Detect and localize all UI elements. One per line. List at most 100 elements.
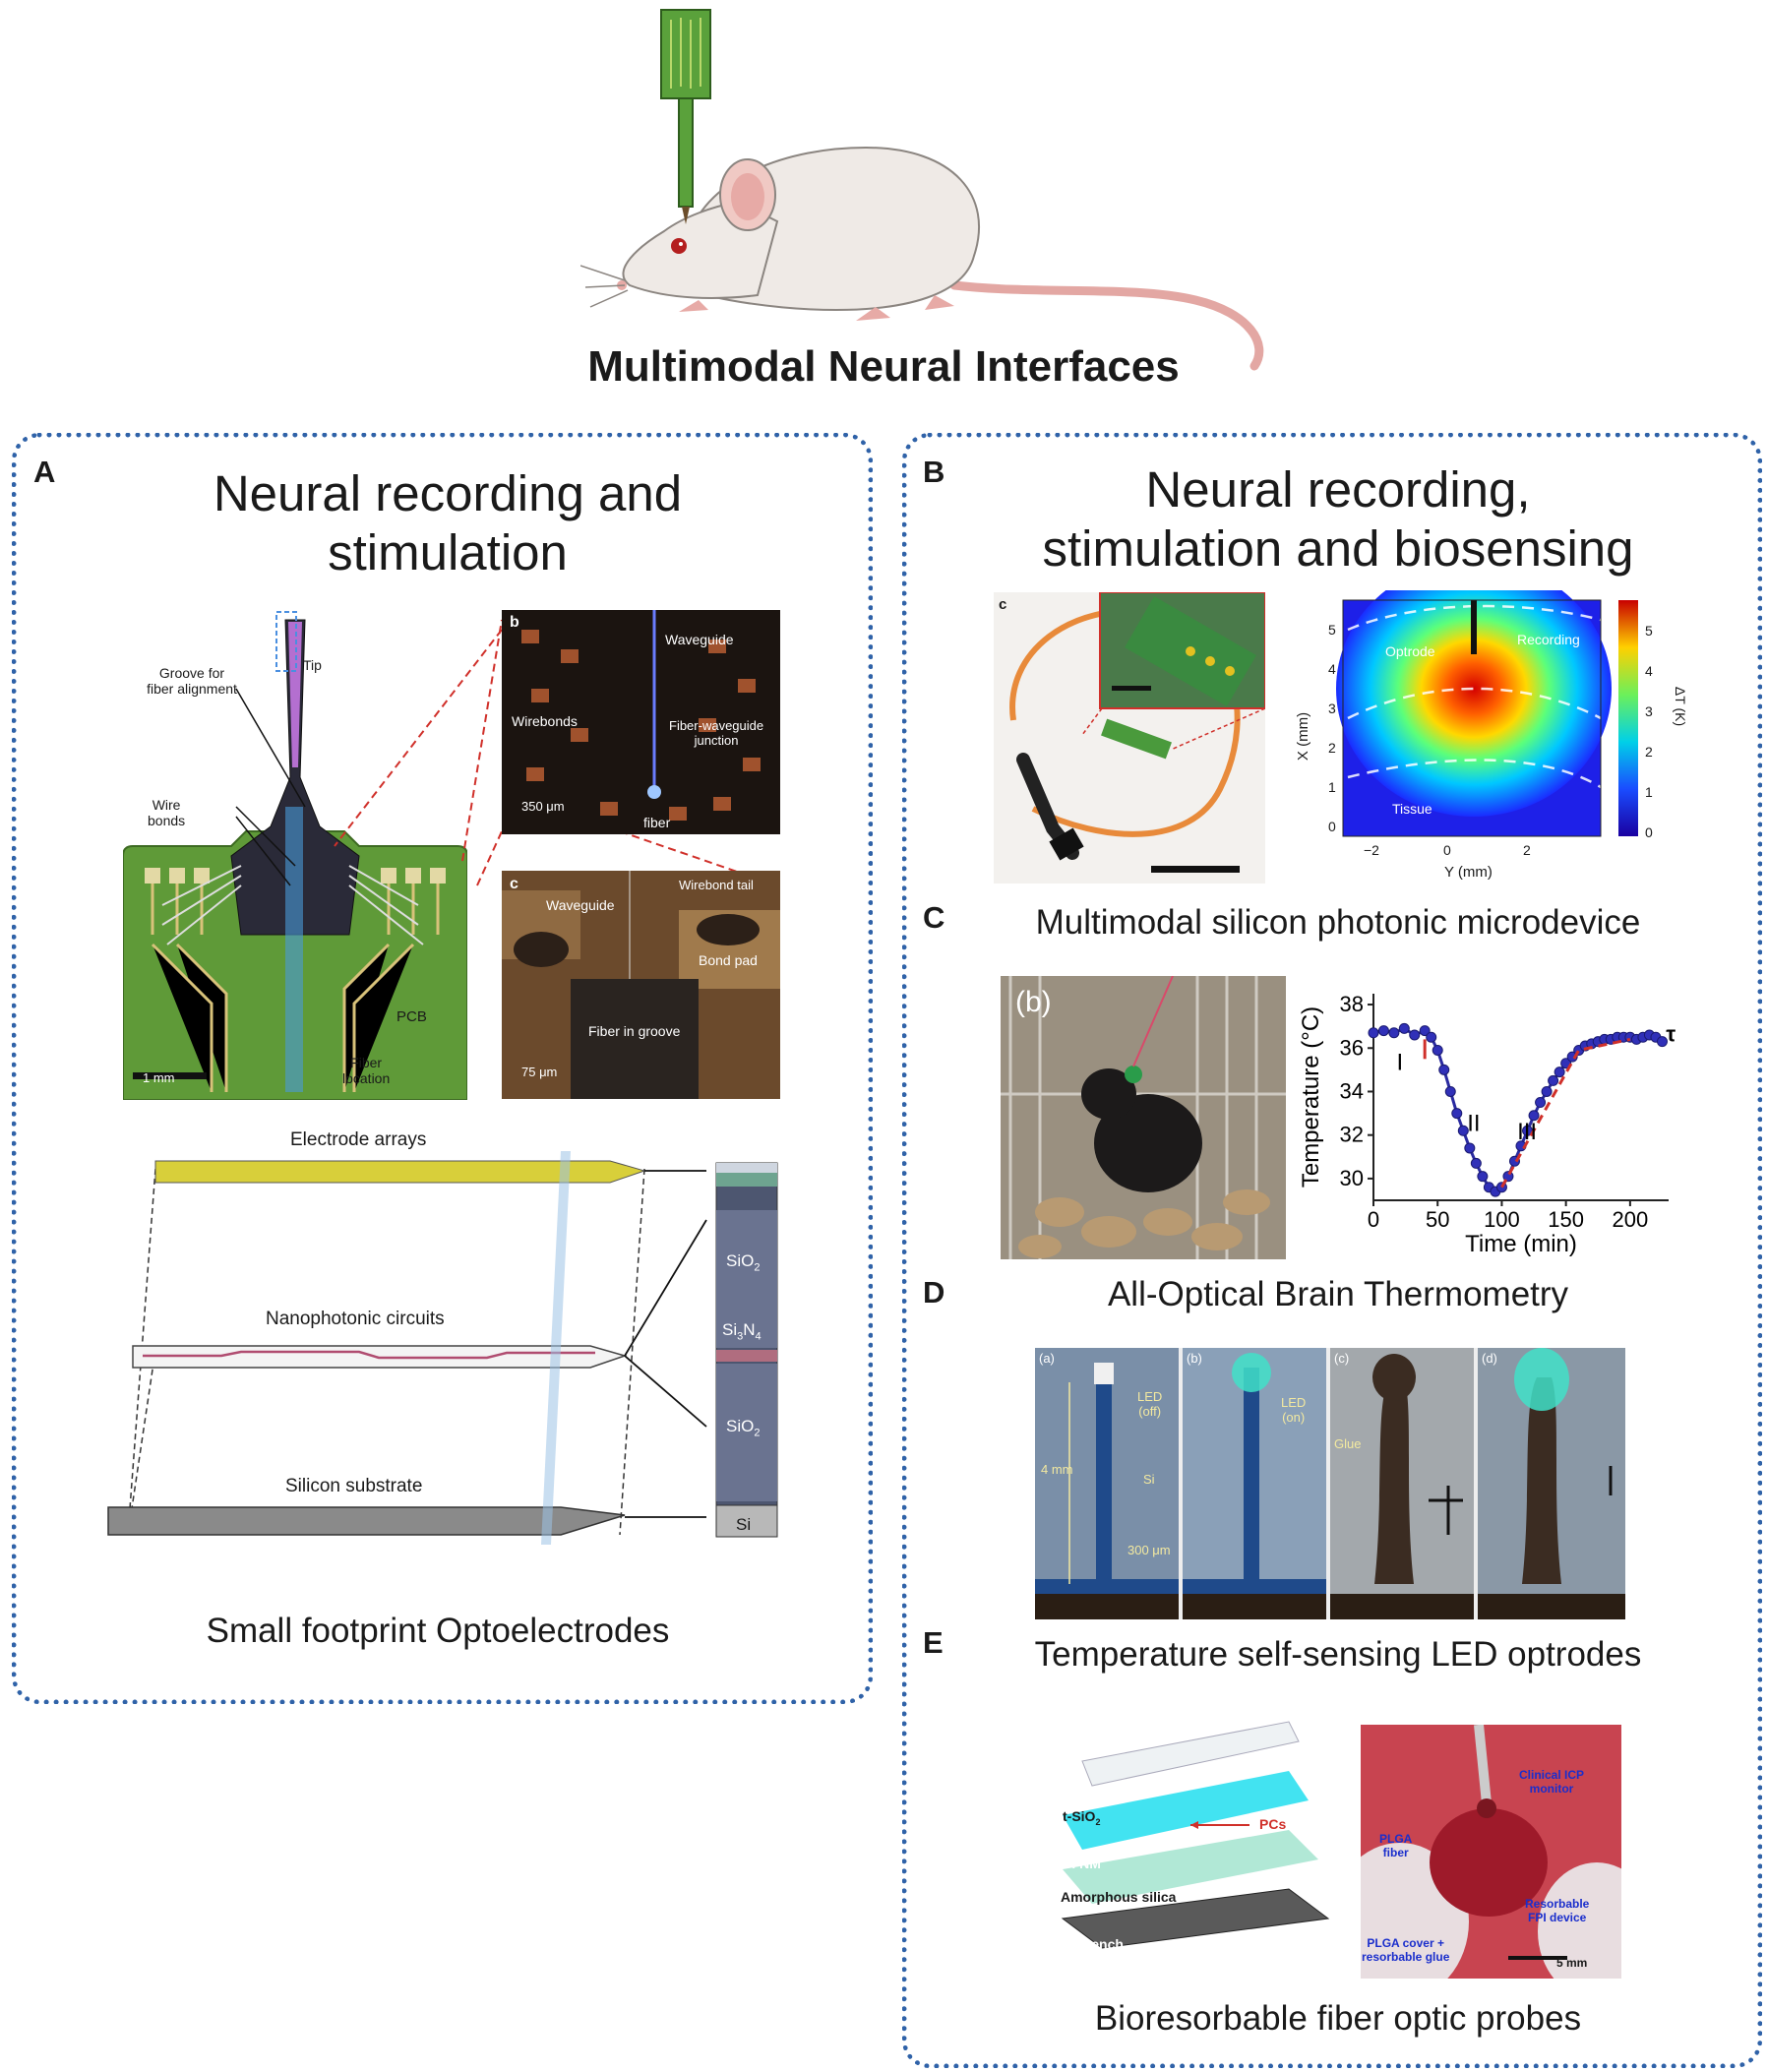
data-point [1398,1022,1410,1034]
inset-b-scale-label: 350 μm [521,799,565,814]
heatmap-xlabel: Y (mm) [1444,864,1493,881]
phase-label-1: I [1396,1049,1403,1075]
heatmap-ytick: 1 [1328,779,1336,795]
panel-a-heading: Neural recording and stimulation [69,464,826,582]
stack-si3n4-label: Si3N4 [722,1320,762,1343]
panel-b-photo-drawing [1009,592,1265,873]
layer-pcs-label: PCs [1259,1816,1287,1832]
panel-d-letter: D [923,1275,945,1310]
y-tick-label: 30 [1340,1166,1364,1190]
panel-a-heading-line2: stimulation [328,524,568,580]
mouse-illustration [580,9,1264,371]
data-point [1388,1027,1400,1039]
data-point [1426,1031,1437,1043]
phase-label-3: III [1517,1119,1537,1145]
heatmap-colorbar-tick: 0 [1645,824,1653,840]
inset-b-junction-label: Fiber-waveguide junction [669,718,764,748]
inset-b-micrograph [502,610,780,834]
panel-c-mouse-photo [1001,976,1286,1259]
photo-cover-label: PLGA cover + resorbable glue [1362,1936,1450,1964]
data-point [1368,1027,1379,1039]
data-point [1535,1097,1547,1109]
data-point [1451,1108,1463,1120]
heatmap-xtick: 0 [1443,842,1451,858]
x-tick-label: 200 [1613,1207,1649,1232]
sio2-text: SiO [726,1251,755,1270]
stack-electrode-label: Electrode arrays [290,1129,427,1150]
heatmap-ytick: 0 [1328,819,1336,834]
inset-b-waveguide-label: Waveguide [665,632,734,647]
data-point [1419,1025,1431,1037]
chart-series-line [1372,1026,1664,1193]
panel-b-device-photo [994,592,1265,884]
panel-d-frames-drawing [1035,1348,1625,1619]
panel-d-width-label: 300 μm [1127,1543,1171,1557]
probe-tip-label: Tip [303,657,322,673]
page-title: Multimodal Neural Interfaces [587,342,1180,391]
data-point [1528,1110,1540,1122]
heatmap-ylabel: X (mm) [1295,711,1312,762]
panel-a-caption: Small footprint Optoelectrodes [206,1612,670,1650]
panel-e-photo-drawing [1361,1725,1621,1979]
y-tick-label: 38 [1340,992,1364,1016]
inset-c-drawing [502,871,780,1099]
inset-c-fiber-groove-label: Fiber in groove [588,1023,681,1039]
data-point [1432,1044,1443,1056]
layer-trench-label: Si trench [1065,1936,1124,1952]
panel-c-photo-drawing [1001,976,1286,1259]
panel-d-led-off-label: LED (off) [1137,1389,1163,1419]
optoelectrode-probe-figure [123,611,467,1100]
phase-label-2: II [1467,1110,1480,1136]
data-point [1470,1157,1482,1169]
stack-silicon-label: Silicon substrate [285,1476,423,1496]
data-point [1541,1085,1553,1097]
panel-b-letter: B [923,455,945,489]
probe-wire-bonds-label: Wire bonds [148,797,186,828]
panel-b-photo-letter: c [999,596,1007,613]
inset-b-fiber-label: fiber [643,815,671,830]
inset-c-micrograph [502,871,780,1099]
data-point [1548,1074,1559,1086]
inset-b-wirebonds-label: Wirebonds [512,713,578,729]
y-tick-label: 34 [1340,1078,1364,1103]
photo-plga-fiber-label: PLGA fiber [1379,1832,1413,1859]
data-point [1409,1029,1421,1041]
data-point [1464,1142,1476,1154]
heatmap-ytick: 4 [1328,661,1336,677]
stack-sio2-bottom-label: SiO2 [726,1417,761,1439]
panel-a-letter: A [33,455,56,489]
heatmap-colorbar-tick: 4 [1645,663,1653,679]
photo-scale-label: 5 mm [1556,1956,1588,1970]
panel-d-frame-c-label: (c) [1334,1351,1350,1366]
y-tick-label: 36 [1340,1035,1364,1060]
layer-amorphous-label: Amorphous silica [1061,1889,1177,1905]
panel-a-heading-line1: Neural recording and [213,465,683,521]
probe-groove-label: Groove for fiber alignment [147,665,237,697]
panel-d-frame-a-label: (a) [1039,1351,1055,1366]
layer-si-nm-label: Si NM [1063,1856,1101,1871]
probe-scale-label: 1 mm [143,1070,175,1085]
temperature-heatmap [1336,590,1638,837]
photo-icp-label: Clinical ICP monitor [1519,1768,1585,1796]
x-tick-label: 100 [1484,1207,1520,1232]
panel-d-frame-d-label: (d) [1482,1351,1497,1366]
si3n4-si-text: Si [722,1320,738,1339]
panel-b-heading: Neural recording, stimulation and biosen… [964,460,1712,579]
panel-c-letter: C [923,900,945,935]
panel-d-length-label: 4 mm [1041,1462,1073,1477]
heatmap-colorbar-tick: 2 [1645,744,1653,760]
chart-xlabel: Time (min) [1465,1231,1577,1257]
inset-c-scale-label: 75 μm [521,1065,558,1079]
panel-e-letter: E [923,1625,944,1660]
heatmap-recording-label: Recording [1517,632,1580,647]
layer-stack-schematic [107,1151,778,1545]
panel-d-frames [1035,1348,1625,1619]
inset-c-letter: c [510,876,518,892]
chart-axes [1372,994,1669,1201]
stack-sio2-top-label: SiO2 [726,1251,761,1274]
panel-d-caption: Temperature self-sensing LED optrodes [1034,1635,1642,1674]
tau-label: τ [1666,1022,1676,1047]
panel-c-photo-letter: (b) [1015,986,1052,1018]
bioresorbable-layer-stack [1061,1721,1330,1949]
